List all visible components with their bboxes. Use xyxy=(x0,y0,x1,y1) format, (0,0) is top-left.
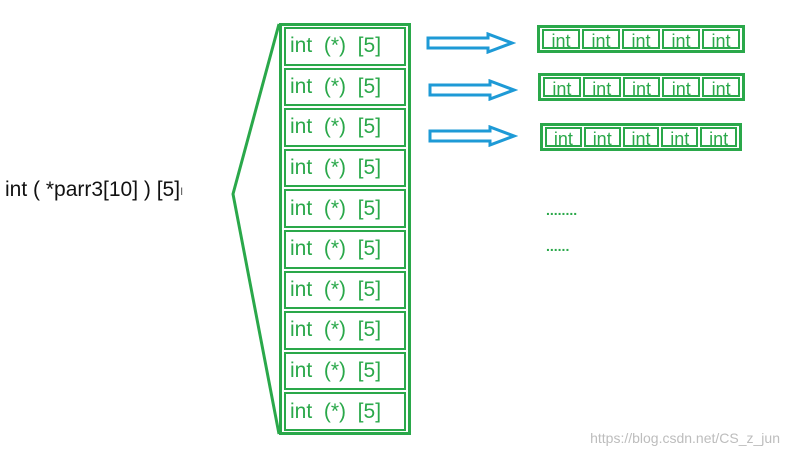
arrow-right-icon xyxy=(428,125,518,147)
int-cell: int xyxy=(661,127,699,149)
ellipsis: ...... xyxy=(546,238,570,254)
declaration-text: int ( *parr3[10] ) [5]I xyxy=(5,178,183,202)
int-cell: int xyxy=(662,29,700,51)
int-cell: int xyxy=(702,29,740,51)
int-cell: int xyxy=(700,127,737,149)
int-cell: int xyxy=(622,29,660,51)
watermark: https://blog.csdn.net/CS_z_jun xyxy=(590,430,780,446)
arrow-right-icon xyxy=(428,79,518,101)
text-cursor-icon: I xyxy=(180,186,184,198)
pointer-cell: int (*) [5] xyxy=(284,229,406,269)
int-cell: int xyxy=(545,127,582,149)
pointer-cell: int (*) [5] xyxy=(284,148,406,188)
arrow-right-icon xyxy=(426,32,516,54)
int-cell: int xyxy=(543,77,581,99)
int-cell: int xyxy=(582,29,620,51)
pointer-cell: int (*) [5] xyxy=(284,270,406,310)
int-cell: int xyxy=(582,77,621,99)
int-cell: int xyxy=(583,127,621,149)
pointer-cell: int (*) [5] xyxy=(284,311,406,350)
int-cell: int xyxy=(702,77,740,99)
declaration-label: int ( *parr3[10] ) [5] xyxy=(5,178,181,201)
int-array: int int int int int xyxy=(538,73,745,101)
int-cell: int xyxy=(542,29,580,51)
ellipsis: ........ xyxy=(546,202,578,218)
pointer-cell: int (*) [5] xyxy=(284,108,406,147)
pointer-cell: int (*) [5] xyxy=(284,392,406,431)
int-array: int int int int int xyxy=(540,123,742,151)
int-cell: int xyxy=(622,77,661,99)
pointer-cell: int (*) [5] xyxy=(284,189,406,228)
int-cell: int xyxy=(622,127,660,149)
int-cell: int xyxy=(662,77,701,99)
int-array: int int int int int xyxy=(537,25,745,53)
pointer-cell: int (*) [5] xyxy=(284,27,406,66)
pointer-cell: int (*) [5] xyxy=(284,351,406,391)
pointer-cell: int (*) [5] xyxy=(284,67,406,107)
brace-line xyxy=(231,23,281,435)
pointer-array: int (*) [5] int (*) [5] int (*) [5] int … xyxy=(279,23,411,435)
